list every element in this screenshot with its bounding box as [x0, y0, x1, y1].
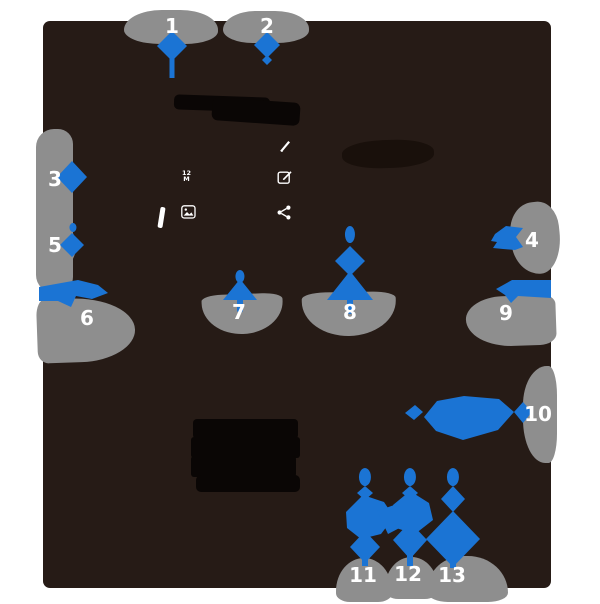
callout-label-3: 3	[48, 167, 62, 191]
pen-icon[interactable]	[277, 138, 293, 154]
share-icon[interactable]	[277, 205, 291, 220]
body-redaction-line-3	[191, 456, 296, 477]
resolution-12m-label[interactable]: 12 M	[182, 169, 192, 183]
edit-icon[interactable]	[277, 169, 293, 185]
callout-label-5: 5	[48, 233, 62, 257]
callout-label-9: 9	[499, 301, 513, 325]
callout-label-10: 10	[524, 402, 552, 426]
callout-label-1: 1	[165, 14, 179, 38]
resolution-label-bottom: M	[183, 175, 190, 183]
image-icon[interactable]	[181, 205, 196, 219]
callout-label-12: 12	[394, 562, 422, 586]
callout-label-7: 7	[232, 300, 246, 324]
resolution-label-top: 12	[182, 169, 192, 177]
callout-label-13: 13	[438, 563, 466, 587]
body-redaction-line-2	[191, 437, 300, 458]
callout-label-8: 8	[343, 300, 357, 324]
callout-label-11: 11	[349, 563, 377, 587]
body-redaction-line-1	[193, 419, 298, 439]
callout-label-6: 6	[80, 306, 94, 330]
callout-label-4: 4	[525, 228, 539, 252]
callout-label-2: 2	[260, 14, 274, 38]
body-redaction-line-4	[196, 475, 300, 492]
